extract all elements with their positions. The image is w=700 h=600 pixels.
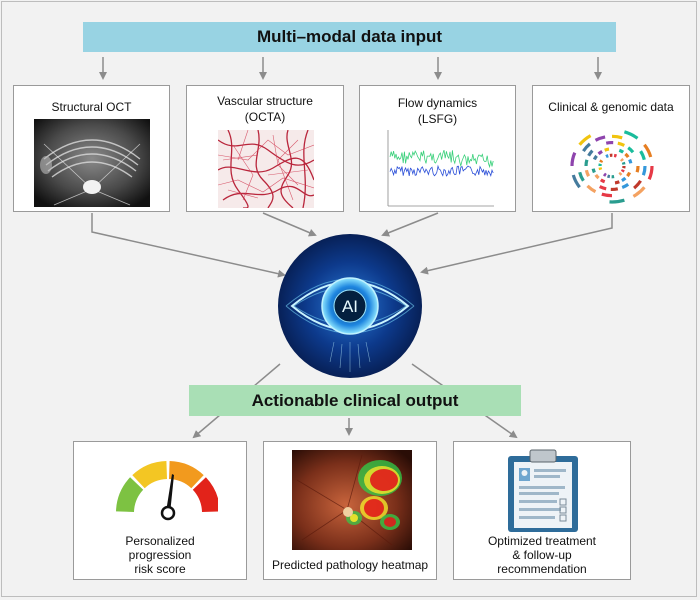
genomic-circos-image <box>570 130 654 204</box>
input-card-lsfg: Flow dynamics (LSFG) <box>359 85 516 212</box>
input-card-title-line1: Vascular structure <box>217 94 313 108</box>
circos-segment <box>602 172 607 177</box>
circos-segment <box>599 178 606 184</box>
output-risk-line1: Personalized <box>125 534 195 548</box>
circos-segment <box>605 154 609 159</box>
eye-outline-icon <box>290 281 410 331</box>
lsfg-waveform-plot <box>387 130 494 207</box>
circos-segment <box>621 182 630 189</box>
input-banner-label: Multi–modal data input <box>256 27 443 46</box>
input-card-title: Structural OCT <box>51 100 132 114</box>
arrow-octa-to-ai <box>262 212 317 237</box>
circos-segment <box>604 147 610 152</box>
circos-segment <box>635 165 640 173</box>
circos-segment <box>601 192 613 198</box>
input-banner: Multi–modal data input <box>83 22 616 52</box>
lsfg-green-trace <box>389 149 494 169</box>
circos-segment <box>599 159 604 163</box>
circos-segment <box>643 143 653 158</box>
output-risk-line3: risk score <box>134 562 186 576</box>
gauge-segment <box>132 461 167 489</box>
circos-segment <box>587 149 594 157</box>
circos-segment <box>578 134 592 146</box>
circos-segment <box>571 174 581 189</box>
circos-segment <box>582 142 591 153</box>
circos-segment <box>632 186 646 198</box>
circos-segment <box>627 146 635 154</box>
circos-segment <box>613 153 618 158</box>
circos-segment <box>639 150 646 161</box>
input-card-title-line1: Flow dynamics <box>397 96 478 110</box>
ai-hub-label: AI <box>342 297 358 316</box>
circos-segment <box>605 140 614 145</box>
circos-segment <box>609 198 625 204</box>
output-treatment-line1: Optimized treatment <box>487 534 597 548</box>
circos-segment <box>570 152 577 167</box>
circos-segment <box>591 168 596 174</box>
gauge-needle-icon <box>166 474 174 514</box>
circos-segment <box>597 150 603 156</box>
gauge-segment <box>116 477 144 512</box>
circos-segment <box>610 187 619 192</box>
circos-segment <box>611 134 623 140</box>
circos-segment <box>618 148 625 154</box>
clipboard-icon <box>508 449 578 532</box>
arrow-oct-to-ai <box>91 213 286 278</box>
output-treatment-line3: recommendation <box>497 562 587 576</box>
circos-segment <box>621 176 627 182</box>
output-card-risk-score: Personalized progression risk score <box>73 441 247 580</box>
circos-segment <box>586 184 597 194</box>
input-card-octa: Vascular structure (OCTA) <box>186 85 344 212</box>
circos-segment <box>641 165 647 176</box>
circos-segment <box>578 171 585 182</box>
circos-segment <box>598 167 603 171</box>
lsfg-blue-trace <box>389 164 494 178</box>
circos-segment <box>626 171 632 178</box>
input-card-title-line2: (OCTA) <box>244 110 286 124</box>
circos-segment <box>584 169 591 177</box>
circos-segment <box>594 173 600 180</box>
circos-segment <box>614 180 620 185</box>
circos-segment <box>624 152 630 159</box>
output-heatmap-title: Predicted pathology heatmap <box>271 558 429 572</box>
circos-segment <box>584 159 589 167</box>
arrow-lsfg-to-ai <box>381 212 439 237</box>
output-banner-label: Actionable clinical output <box>251 390 459 410</box>
ai-eye-hub: AI <box>278 234 422 378</box>
circos-segment <box>647 165 654 180</box>
circos-segment <box>594 135 606 142</box>
output-card-heatmap: Predicted pathology heatmap <box>263 441 437 580</box>
circos-segment <box>623 130 639 140</box>
circos-segment <box>628 158 633 164</box>
arrow-clinical-to-ai <box>420 213 613 275</box>
circos-segment <box>617 141 625 147</box>
input-card-clinical-genomic: Clinical & genomic data <box>532 85 690 212</box>
output-card-treatment: Optimized treatment & follow-up recommen… <box>453 441 631 580</box>
input-card-structural-oct: Structural OCT <box>13 85 170 212</box>
input-card-title-line2: (LSFG) <box>417 112 458 126</box>
pathology-heatmap-image <box>292 450 412 550</box>
circos-segment <box>599 185 607 191</box>
gauge-segment <box>192 477 218 512</box>
output-treatment-line2: & follow-up <box>512 548 572 562</box>
risk-gauge-icon <box>116 461 218 521</box>
input-card-title: Clinical & genomic data <box>548 100 674 114</box>
circos-segment <box>620 157 624 162</box>
circos-segment <box>592 154 598 161</box>
circos-segment <box>633 179 642 190</box>
output-risk-line2: progression <box>128 548 192 562</box>
circos-segment <box>618 171 623 176</box>
output-banner: Actionable clinical output <box>189 385 521 416</box>
circos-segment <box>606 174 611 179</box>
gauge-segment <box>169 461 204 489</box>
oct-scan-image <box>34 119 150 207</box>
circos-segment <box>620 169 625 173</box>
octa-vessel-image <box>218 130 314 208</box>
circos-segment <box>621 161 626 165</box>
